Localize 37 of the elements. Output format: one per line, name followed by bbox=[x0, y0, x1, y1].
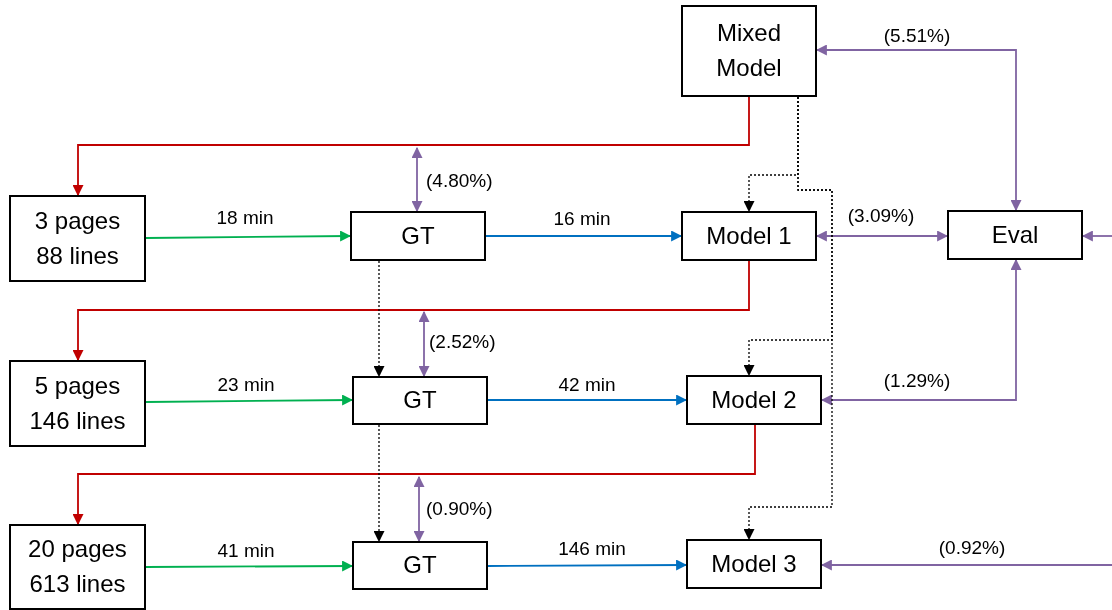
process-box bbox=[9, 524, 146, 610]
arrow bbox=[411, 146, 423, 213]
arrow bbox=[72, 260, 750, 362]
arrow bbox=[487, 394, 688, 406]
arrow bbox=[145, 560, 354, 572]
arrow bbox=[418, 310, 430, 378]
box-label: 5 pages 146 lines bbox=[28, 370, 127, 436]
arrow bbox=[413, 475, 425, 543]
process-box bbox=[9, 360, 146, 447]
box-label: 20 pages 613 lines bbox=[27, 534, 128, 599]
arrow bbox=[72, 424, 756, 526]
process-box bbox=[352, 376, 488, 425]
arrow bbox=[373, 260, 385, 378]
arrow bbox=[485, 230, 683, 242]
box-label: Model 1 bbox=[706, 220, 792, 251]
box-label: Model 3 bbox=[711, 548, 797, 579]
arrow bbox=[743, 96, 833, 541]
arrow bbox=[145, 394, 354, 406]
process-box bbox=[686, 375, 822, 425]
process-box bbox=[947, 210, 1083, 260]
process-box bbox=[9, 195, 146, 282]
process-box bbox=[681, 211, 817, 261]
process-box bbox=[352, 541, 488, 590]
process-box bbox=[681, 5, 817, 97]
process-box bbox=[350, 211, 486, 261]
process-box bbox=[686, 539, 822, 589]
box-label: GT bbox=[403, 385, 437, 416]
arrow bbox=[487, 559, 688, 571]
box-label: Mixed Model bbox=[715, 18, 783, 83]
box-label: Model 2 bbox=[711, 384, 797, 415]
box-label: GT bbox=[401, 220, 435, 251]
box-label: Eval bbox=[991, 219, 1039, 250]
arrow bbox=[145, 230, 352, 242]
box-label: GT bbox=[403, 550, 437, 581]
arrow bbox=[72, 96, 750, 197]
arrow bbox=[373, 424, 385, 543]
box-label: 3 pages 88 lines bbox=[33, 205, 122, 271]
